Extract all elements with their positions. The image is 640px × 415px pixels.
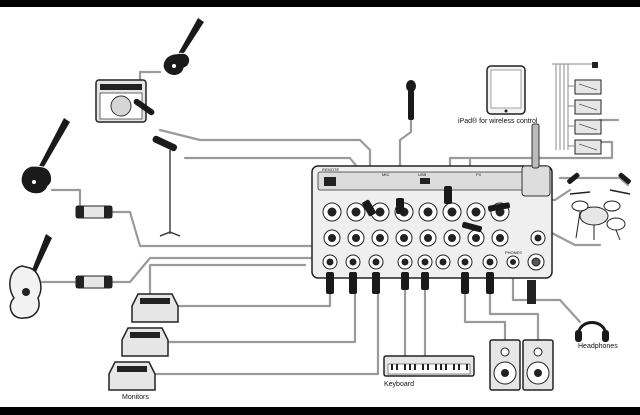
mixer-body <box>311 165 553 279</box>
output-jacks-row <box>322 253 545 271</box>
plugged-connectors <box>326 186 511 294</box>
cable-monitor-loop <box>148 263 307 298</box>
mixer-phones-label: PHONES <box>505 250 522 255</box>
electric-guitar-icon <box>162 18 204 76</box>
cable-stagebox <box>448 140 614 170</box>
antenna-rod <box>531 123 540 169</box>
mixer-top-panel <box>317 171 547 191</box>
di-box-icon-2 <box>75 275 113 289</box>
mixer-fx-label: FX <box>476 172 482 177</box>
headphones-label: Headphones <box>578 343 618 350</box>
stagebox-icon <box>552 62 602 155</box>
cable-monitor-2 <box>166 270 357 344</box>
mixer <box>311 123 553 304</box>
cable-speaker-left <box>463 270 507 342</box>
di-box-icon <box>75 205 113 219</box>
mixer-usb-label: USB <box>418 172 427 177</box>
mixer-remote-label: REMOTE <box>322 167 340 172</box>
ipad-icon <box>486 65 526 115</box>
keyboard-label: Keyboard <box>384 381 414 388</box>
vocal-mic-icon <box>406 80 416 120</box>
usb-port <box>420 178 430 184</box>
bass-guitar-icon <box>20 118 70 195</box>
ethernet-port <box>324 177 336 186</box>
wifi-antenna <box>521 165 551 197</box>
cable-bass-di <box>108 210 332 248</box>
monitor-speaker-icon <box>131 293 179 323</box>
stage-mic-icon <box>152 135 181 237</box>
mixer-mic-label: MIC <box>382 172 390 177</box>
drum-kit-icon <box>567 172 631 241</box>
pa-speaker-icon-left <box>489 339 521 391</box>
cable-drum-mic-c <box>558 176 630 187</box>
cable-monitor-3 <box>153 272 380 376</box>
amp-mic-icon <box>133 98 155 116</box>
cable-headphones <box>511 266 582 324</box>
ipad-label: iPad® for wireless control <box>458 118 538 125</box>
pa-speaker-icon-right <box>522 339 554 391</box>
mixer-side-tag <box>527 280 536 304</box>
acoustic-guitar-icon <box>9 234 52 319</box>
guitar-amp-icon <box>95 79 147 123</box>
cables <box>40 70 630 376</box>
monitors-label: Monitors <box>122 394 149 401</box>
cable-monitor-1 <box>176 268 332 308</box>
monitor-speaker-icon-2 <box>121 327 169 357</box>
input-jacks-row-2 <box>323 229 546 247</box>
monitor-speaker-icon-3 <box>108 361 156 391</box>
headphones-icon <box>575 321 609 342</box>
keyboard-icon <box>383 355 475 377</box>
